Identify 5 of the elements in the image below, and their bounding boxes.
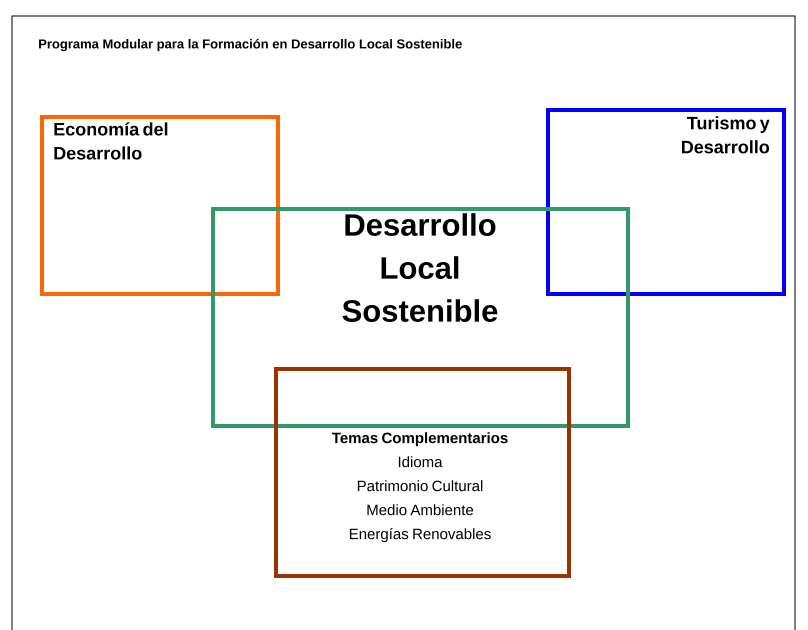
topic-box: Turismo y Desarrollo: [546, 108, 786, 296]
topic-box: Desarrollo Local Sostenible: [211, 207, 630, 428]
title: Programa Modular para la Formación en Desarrollo Local Sostenible: [39, 38, 462, 52]
topic-box: Economía del Desarrollo: [40, 115, 280, 296]
topic-box: Temas Complementarios Idioma Patrimonio Cultural Medio Ambiente Energías Renovables: [274, 367, 571, 578]
